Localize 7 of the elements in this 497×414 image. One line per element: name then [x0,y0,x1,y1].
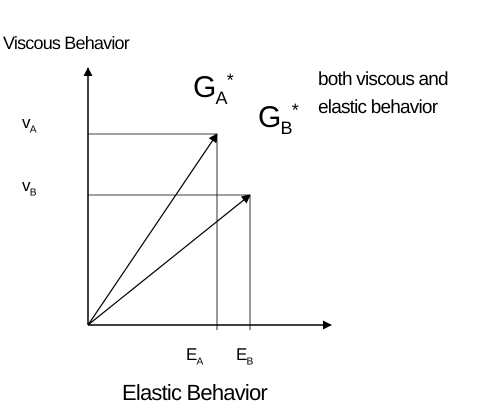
axis-tick-label: E$_{A}$ [186,345,203,368]
axis-title: Elastic Behavior [122,380,267,406]
axis-title: Viscous Behavior [3,33,129,54]
axis-tick-label: E$_{B}$ [236,345,253,368]
annotation-text: both viscous and elastic behavior [318,68,449,120]
axis-tick-label: v$_{B}$ [22,176,36,200]
axis-tick-label: v$_{A}$ [22,113,36,136]
